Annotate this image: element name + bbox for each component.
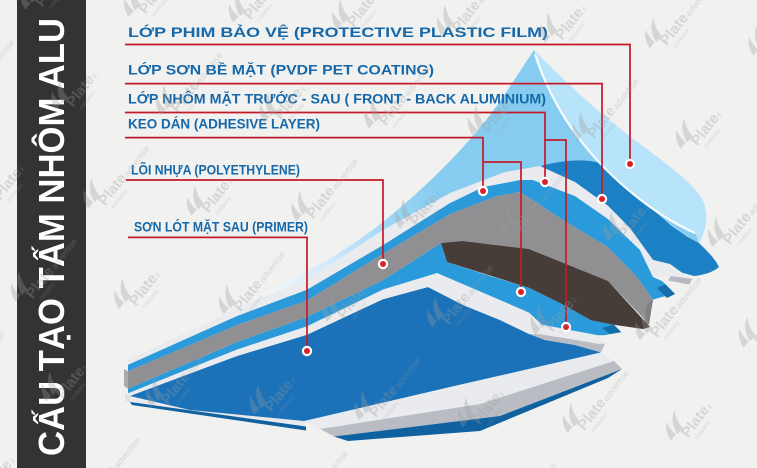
watermark-overlay xyxy=(0,0,757,468)
diagram-canvas: Plate advertise company xyxy=(0,0,757,468)
infographic-stage: Plate advertise company xyxy=(0,0,757,468)
